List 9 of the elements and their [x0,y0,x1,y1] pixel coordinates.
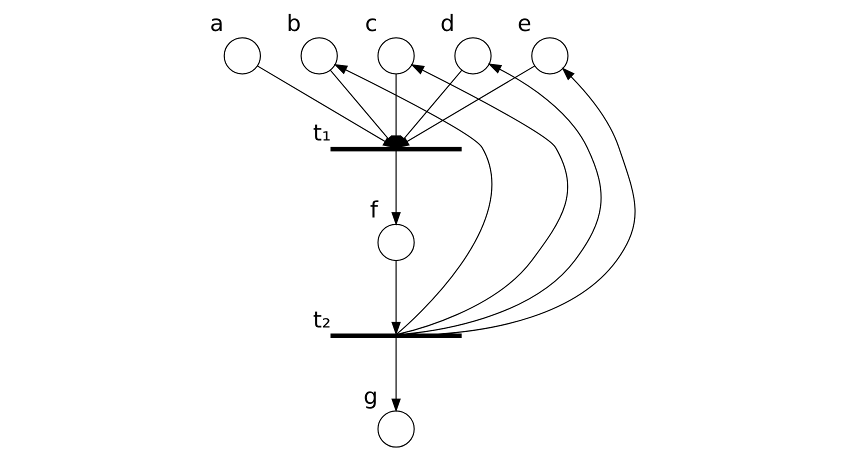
node-label: t₁ [312,120,330,147]
node-label: t₂ [312,307,330,334]
node-label: c [364,10,377,37]
node-label: e [516,10,531,37]
node-label: a [209,10,224,37]
node-label: f [370,198,378,224]
node-label: b [286,10,300,37]
node-label: d [440,10,454,37]
node-label: g [362,384,378,410]
